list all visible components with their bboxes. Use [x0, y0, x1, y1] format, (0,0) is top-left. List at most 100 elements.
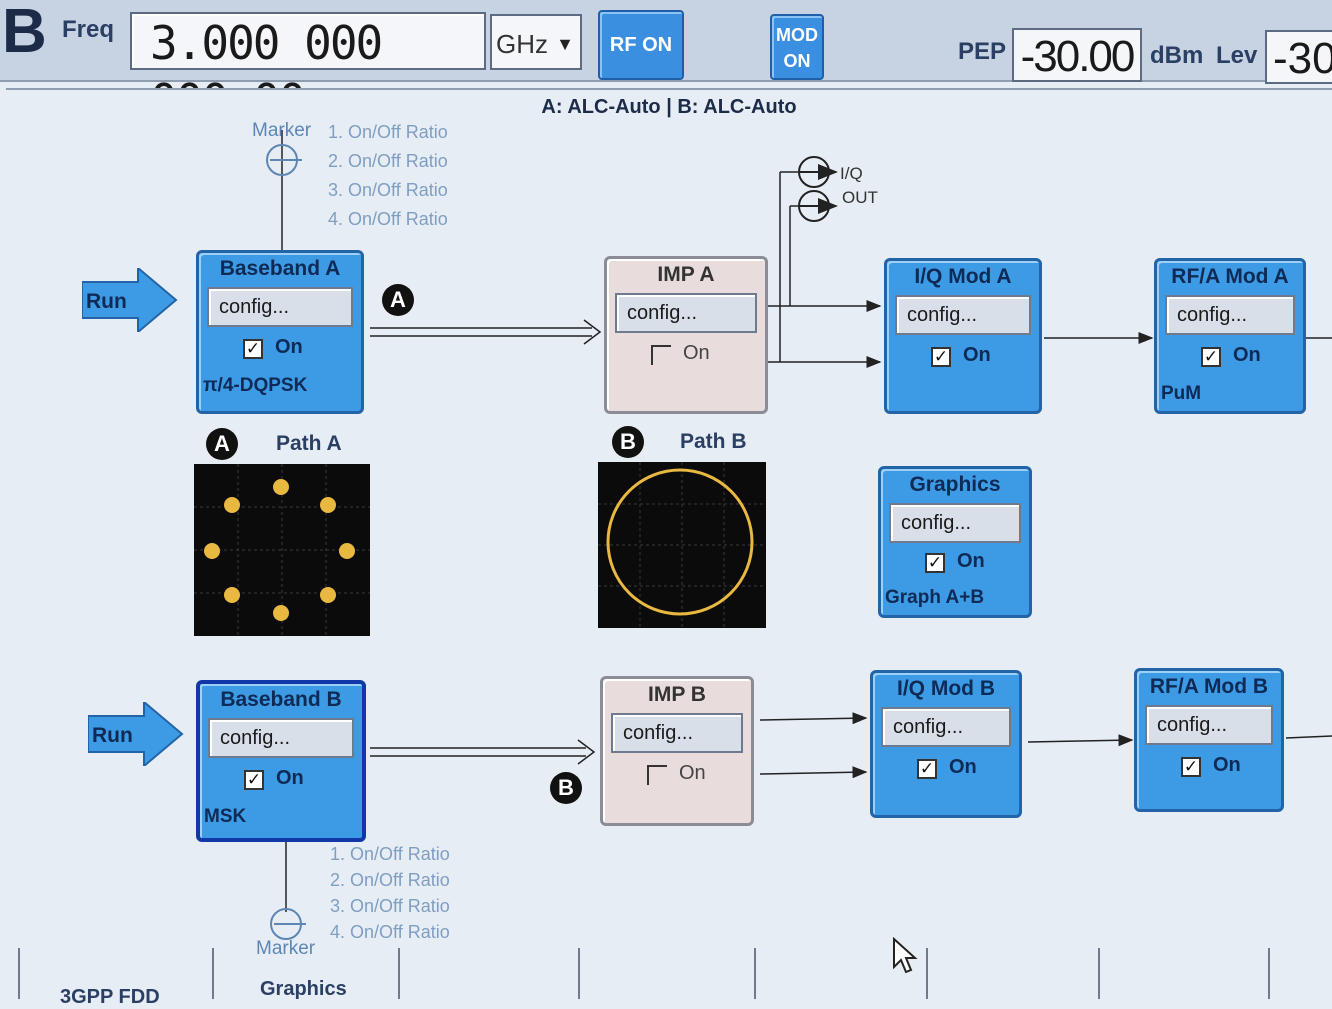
baseband-b-title: Baseband B	[220, 688, 342, 711]
rf-mod-b-on-checkbox[interactable]: ✓	[1181, 757, 1201, 777]
imp-a-title: IMP A	[657, 263, 715, 286]
graphics-title: Graphics	[909, 473, 1001, 496]
marker-b-label: Marker	[256, 938, 316, 959]
rf-mod-a-modulation: PuM	[1161, 383, 1202, 404]
marker-a-ratio-2: 2. On/Off Ratio	[328, 151, 448, 171]
imp-a-on-label: On	[683, 342, 710, 364]
marker-b-ratio-4: 4. On/Off Ratio	[330, 922, 450, 942]
baseband-a-on-label: On	[275, 336, 303, 358]
frequency-unit-select[interactable]: GHz ▼	[490, 14, 582, 70]
imp-a-on-checkbox[interactable]	[651, 345, 671, 365]
graphics-mode: Graph A+B	[885, 587, 985, 608]
graphics-on-label: On	[957, 550, 985, 572]
imp-b-on-checkbox[interactable]	[647, 765, 667, 785]
imp-b-config-button[interactable]: config...	[611, 713, 743, 753]
run-label-b: Run	[92, 724, 133, 747]
marker-a-ratio-4: 4. On/Off Ratio	[328, 209, 448, 229]
tab-3gpp-fdd[interactable]: 3GPP FDD	[18, 948, 214, 1008]
iq-mod-b-config-button[interactable]: config...	[881, 707, 1011, 747]
baseband-a-modulation: π/4-DQPSK	[203, 375, 308, 396]
graphics-on-checkbox[interactable]: ✓	[925, 553, 945, 573]
path-a-graph-label: Path A	[276, 432, 342, 455]
iq-out-label-line1: I/Q	[840, 164, 863, 183]
iq-mod-a-title: I/Q Mod A	[914, 265, 1012, 288]
baseband-a-block[interactable]: Baseband A config... ✓ On π/4-DQPSK	[196, 250, 364, 414]
tab-empty-3[interactable]	[398, 948, 580, 999]
imp-b-on-label: On	[679, 762, 706, 784]
pep-unit: dBm	[1150, 42, 1204, 69]
rf-mod-a-on-checkbox[interactable]: ✓	[1201, 347, 1221, 367]
rf-on-button[interactable]: RF ON	[598, 10, 684, 80]
alc-status-bar: A: ALC-Auto | B: ALC-Auto	[6, 88, 1332, 124]
graphics-block[interactable]: Graphics config... ✓ On Graph A+B	[878, 466, 1032, 618]
rf-mod-b-config-button[interactable]: config...	[1145, 705, 1273, 745]
baseband-a-config-button[interactable]: config...	[207, 287, 353, 327]
rf-mod-a-block[interactable]: RF/A Mod A config... ✓ On PuM	[1154, 258, 1306, 414]
iq-mod-b-on-label: On	[949, 756, 977, 778]
iq-mod-b-block[interactable]: I/Q Mod B config... ✓ On	[870, 670, 1022, 818]
chevron-down-icon: ▼	[556, 34, 574, 54]
baseband-b-modulation: MSK	[204, 806, 247, 827]
marker-b-ratio-1: 1. On/Off Ratio	[330, 844, 450, 864]
mod-on-line2: ON	[783, 51, 811, 71]
mod-on-button[interactable]: MOD ON	[770, 14, 824, 80]
level-input[interactable]: -30	[1265, 30, 1332, 84]
tab-graphics-label: Graphics	[260, 978, 347, 1000]
top-bar: B Freq 3.000 000 000 00 GHz ▼ RF ON MOD …	[0, 0, 1332, 128]
iq-mod-b-on-checkbox[interactable]: ✓	[917, 759, 937, 779]
rf-mod-b-title: RF/A Mod B	[1149, 675, 1269, 698]
rf-mod-b-block[interactable]: RF/A Mod B config... ✓ On	[1134, 668, 1284, 812]
baseband-b-config-button[interactable]: config...	[208, 718, 354, 758]
tab-empty-8[interactable]	[1268, 948, 1332, 999]
constellation-display-a	[194, 464, 370, 636]
baseband-b-on-label: On	[276, 767, 304, 789]
pep-label: PEP	[958, 38, 1007, 65]
marker-a-ratio-3: 3. On/Off Ratio	[328, 180, 448, 200]
imp-b-block[interactable]: IMP B config... On	[600, 676, 754, 826]
baseband-b-block[interactable]: Baseband B config... ✓ On MSK	[196, 680, 366, 842]
marker-b-ratio-3: 3. On/Off Ratio	[330, 896, 450, 916]
run-arrow-b[interactable]: Run	[88, 702, 184, 766]
imp-b-title: IMP B	[648, 683, 706, 706]
iq-mod-a-on-checkbox[interactable]: ✓	[931, 347, 951, 367]
tab-empty-7[interactable]	[1098, 948, 1270, 999]
pep-value-field[interactable]: -30.00	[1012, 28, 1142, 82]
iq-mod-a-config-button[interactable]: config...	[895, 295, 1031, 335]
tab-empty-4[interactable]	[578, 948, 756, 999]
tab-empty-6[interactable]	[926, 948, 1100, 999]
mouse-cursor-icon	[893, 937, 918, 974]
path-b-graph-badge: B	[612, 426, 644, 458]
level-label: Lev	[1216, 42, 1258, 69]
baseband-a-on-checkbox[interactable]: ✓	[243, 339, 263, 359]
baseband-a-title: Baseband A	[219, 257, 341, 280]
rf-mod-b-on-label: On	[1213, 754, 1241, 776]
rf-mod-a-on-label: On	[1233, 344, 1261, 366]
imp-a-block[interactable]: IMP A config... On	[604, 256, 768, 414]
path-a-badge: A	[382, 284, 414, 316]
softkey-tab-bar: 3GPP FDD Graphics	[0, 948, 1332, 1008]
tab-3gpp-fdd-label: 3GPP FDD	[60, 986, 160, 1008]
tab-graphics[interactable]: Graphics	[212, 948, 400, 1000]
tab-empty-5[interactable]	[754, 948, 928, 999]
rf-mod-a-config-button[interactable]: config...	[1165, 295, 1295, 335]
imp-a-config-button[interactable]: config...	[615, 293, 757, 333]
path-b-graph-label: Path B	[680, 430, 747, 453]
path-b-badge: B	[550, 772, 582, 804]
iq-out-label-line2: OUT	[842, 188, 878, 207]
mod-on-line1: MOD	[776, 25, 818, 45]
path-a-graph-badge: A	[206, 428, 238, 460]
graphics-config-button[interactable]: config...	[889, 503, 1021, 543]
marker-a-label: Marker	[252, 120, 312, 141]
marker-b-ratio-2: 2. On/Off Ratio	[330, 870, 450, 890]
iq-mod-b-title: I/Q Mod B	[897, 677, 995, 700]
rf-mod-a-title: RF/A Mod A	[1171, 265, 1289, 288]
freq-label: Freq	[62, 16, 115, 43]
run-arrow-a[interactable]: Run	[82, 268, 178, 332]
iq-mod-a-block[interactable]: I/Q Mod A config... ✓ On	[884, 258, 1042, 414]
frequency-unit-value: GHz	[496, 29, 548, 59]
iq-mod-a-on-label: On	[963, 344, 991, 366]
constellation-display-b	[598, 462, 766, 628]
instrument-path-letter: B	[2, 0, 47, 66]
baseband-b-on-checkbox[interactable]: ✓	[244, 770, 264, 790]
